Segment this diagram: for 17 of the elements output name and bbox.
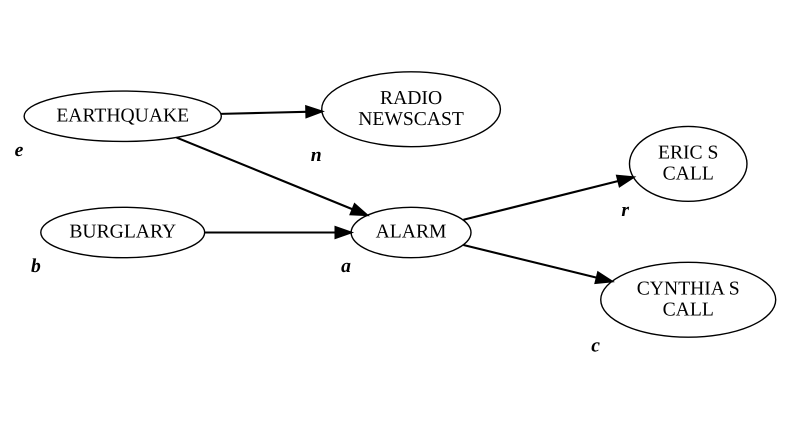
node-label: a: [341, 256, 351, 277]
arrow: [220, 104, 325, 118]
node-label: r: [621, 199, 630, 220]
node-label: b: [30, 256, 41, 277]
node-label: n: [310, 144, 322, 166]
node-ellipse: BURGLARY: [40, 206, 206, 258]
arrow: [463, 174, 636, 220]
node-label: c: [591, 335, 600, 356]
arrow: [463, 243, 615, 284]
arrow: [204, 225, 354, 239]
node-ellipse: CYNTHIA S CALL: [600, 261, 776, 338]
node-ellipse: EARTHQUAKE: [23, 90, 222, 142]
arrow: [176, 136, 370, 216]
node-ellipse: ERIC S CALL: [628, 125, 748, 202]
node-ellipse: ALARM: [350, 206, 472, 258]
node-ellipse: RADIO NEWSCAST: [321, 70, 502, 147]
node-label: e: [14, 139, 24, 160]
